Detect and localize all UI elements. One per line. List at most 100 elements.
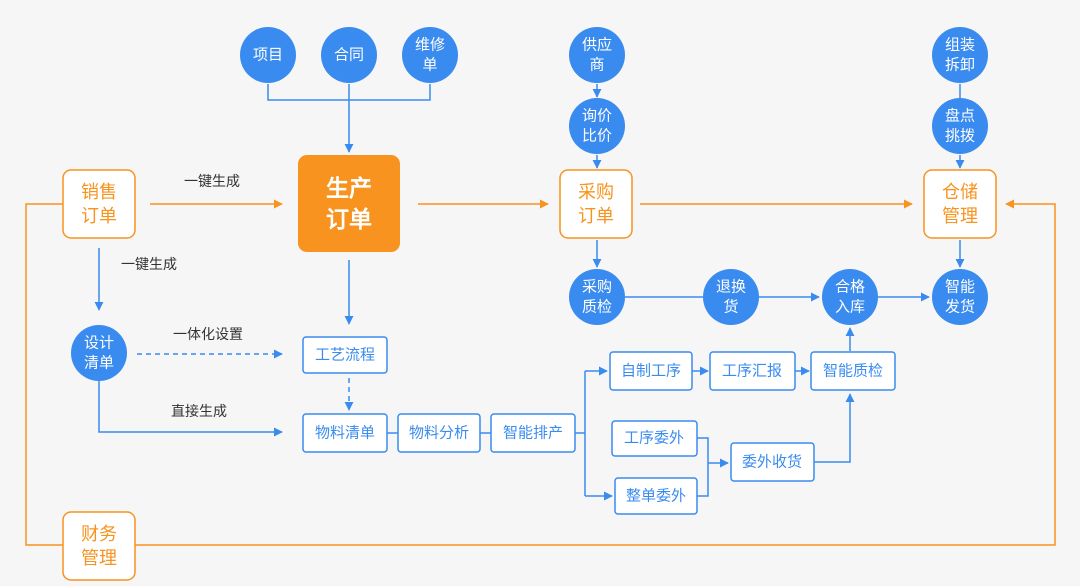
edge-receipt-to-qc — [814, 393, 855, 463]
node-assembly-circle — [932, 27, 988, 83]
node-self-process: 自制工序 — [609, 351, 693, 391]
node-repair-order-label-line2: 单 — [422, 57, 437, 74]
node-production-order-box — [298, 155, 400, 252]
node-design-list-label-line1: 设计 — [84, 335, 114, 352]
node-warehouse: 仓储 管理 — [923, 169, 997, 239]
edge-label-design-to-material-list: 直接生成 — [171, 403, 227, 419]
edge-label-sales-to-production: 一键生成 — [184, 173, 240, 189]
node-smart-shipping-circle — [932, 269, 988, 325]
edge-sales-to-finance — [25, 203, 63, 546]
node-purchase-qc-circle — [569, 269, 625, 325]
node-material-list-box — [302, 413, 388, 453]
node-inquiry-label-line1: 询价 — [582, 108, 612, 125]
edge-label-design-to-process-flow: 一体化设置 — [173, 326, 243, 342]
node-smart-qc: 智能质检 — [810, 351, 896, 391]
node-finance: 财务 管理 — [62, 511, 136, 581]
node-sales-order-label-line2: 订单 — [81, 206, 117, 226]
node-process-outsource-box — [611, 420, 698, 457]
node-inquiry: 询价 比价 — [569, 98, 625, 154]
node-repair-order-circle — [402, 27, 458, 83]
node-assembly: 组装 拆卸 — [932, 27, 988, 83]
node-warehouse-label-line2: 管理 — [942, 206, 978, 226]
node-return-exchange-label-line1: 退换 — [716, 279, 746, 296]
node-material-list-label: 物料清单 — [315, 425, 375, 442]
node-purchase-qc-label-line2: 质检 — [582, 299, 612, 316]
node-finance-box — [62, 511, 136, 581]
node-sales-order-label-line1: 销售 — [81, 182, 117, 202]
node-contract-circle — [321, 27, 377, 83]
node-return-exchange-label-line2: 货 — [723, 299, 738, 316]
node-process-report: 工序汇报 — [709, 351, 796, 391]
node-project: 项目 — [240, 27, 296, 83]
node-purchase-order: 采购 订单 — [559, 169, 633, 239]
node-project-label: 项目 — [253, 47, 283, 64]
node-production-order: 生产 订单 — [298, 155, 400, 252]
node-smart-qc-box — [810, 351, 896, 391]
node-finance-label-line1: 财务 — [81, 524, 117, 544]
node-process-outsource-label: 工序委外 — [624, 430, 684, 447]
node-purchase-qc: 采购 质检 — [569, 269, 625, 325]
node-material-analysis-label: 物料分析 — [409, 425, 469, 442]
node-warehouse-label-line1: 仓储 — [942, 182, 978, 202]
node-supplier: 供应 商 — [569, 27, 625, 83]
node-smart-qc-label: 智能质检 — [823, 362, 883, 380]
node-process-flow-box — [302, 336, 388, 374]
node-self-process-box — [609, 351, 693, 391]
node-outsource-receipt: 委外收货 — [730, 442, 815, 482]
node-assembly-label-line2: 拆卸 — [945, 57, 975, 74]
node-full-outsource-label: 整单委外 — [626, 488, 686, 505]
node-purchase-order-label-line2: 订单 — [578, 206, 614, 226]
node-production-order-label-line1: 生产 — [326, 175, 372, 201]
node-supplier-circle — [569, 27, 625, 83]
node-supplier-label-line2: 商 — [589, 57, 604, 74]
node-smart-shipping: 智能 发货 — [932, 269, 988, 325]
node-qualified-stock-label-line2: 入库 — [835, 299, 865, 316]
node-full-outsource-box — [614, 477, 698, 515]
node-material-analysis: 物料分析 — [397, 413, 481, 453]
node-purchase-order-box — [559, 169, 633, 239]
node-self-process-label: 自制工序 — [621, 363, 681, 380]
edge-scheduling-branch — [575, 371, 586, 496]
node-smart-shipping-label-line2: 发货 — [945, 299, 975, 316]
node-process-outsource: 工序委外 — [611, 420, 698, 457]
edge-design-to-material-list — [98, 381, 283, 437]
node-repair-order: 维修 单 — [402, 27, 458, 83]
node-material-analysis-box — [397, 413, 481, 453]
edges — [25, 84, 1056, 546]
edge-finance-to-warehouse — [135, 199, 1056, 546]
node-finance-label-line2: 管理 — [81, 548, 117, 568]
node-process-flow: 工艺流程 — [302, 336, 388, 374]
node-warehouse-box — [923, 169, 997, 239]
node-outsource-receipt-box — [730, 442, 815, 482]
node-production-order-label-line2: 订单 — [326, 206, 372, 232]
node-design-list-circle — [71, 325, 127, 381]
node-assembly-label-line1: 组装 — [945, 37, 975, 54]
node-inquiry-circle — [569, 98, 625, 154]
node-purchase-order-label-line1: 采购 — [578, 182, 614, 202]
node-smart-scheduling-label: 智能排产 — [503, 424, 563, 442]
node-smart-scheduling: 智能排产 — [490, 413, 576, 453]
node-inventory-transfer: 盘点 挑拨 — [932, 98, 988, 154]
node-full-outsource: 整单委外 — [614, 477, 698, 515]
node-qualified-stock: 合格 入库 — [822, 269, 878, 325]
node-purchase-qc-label-line1: 采购 — [582, 279, 612, 296]
node-supplier-label-line1: 供应 — [582, 36, 612, 54]
node-material-list: 物料清单 — [302, 413, 388, 453]
node-outsource-receipt-label: 委外收货 — [742, 454, 802, 471]
node-repair-order-label-line1: 维修 — [415, 37, 445, 54]
node-design-list: 设计 清单 — [71, 325, 127, 381]
node-qualified-stock-label-line1: 合格 — [835, 279, 865, 296]
edge-label-sales-to-design: 一键生成 — [121, 256, 177, 272]
node-smart-shipping-label-line1: 智能 — [945, 278, 975, 296]
node-sales-order-box — [62, 169, 136, 239]
edge-outsource-merge — [697, 437, 709, 497]
node-inventory-transfer-label-line1: 盘点 — [945, 107, 975, 125]
node-inventory-transfer-label-line2: 挑拨 — [945, 128, 975, 145]
node-inquiry-label-line2: 比价 — [582, 128, 612, 145]
node-design-list-label-line2: 清单 — [84, 355, 114, 372]
edge-labels: 一键生成 一键生成 一体化设置 直接生成 — [121, 173, 243, 419]
node-project-circle — [240, 27, 296, 83]
node-process-report-label: 工序汇报 — [722, 363, 782, 380]
node-return-exchange-circle — [703, 269, 759, 325]
node-contract: 合同 — [321, 27, 377, 83]
